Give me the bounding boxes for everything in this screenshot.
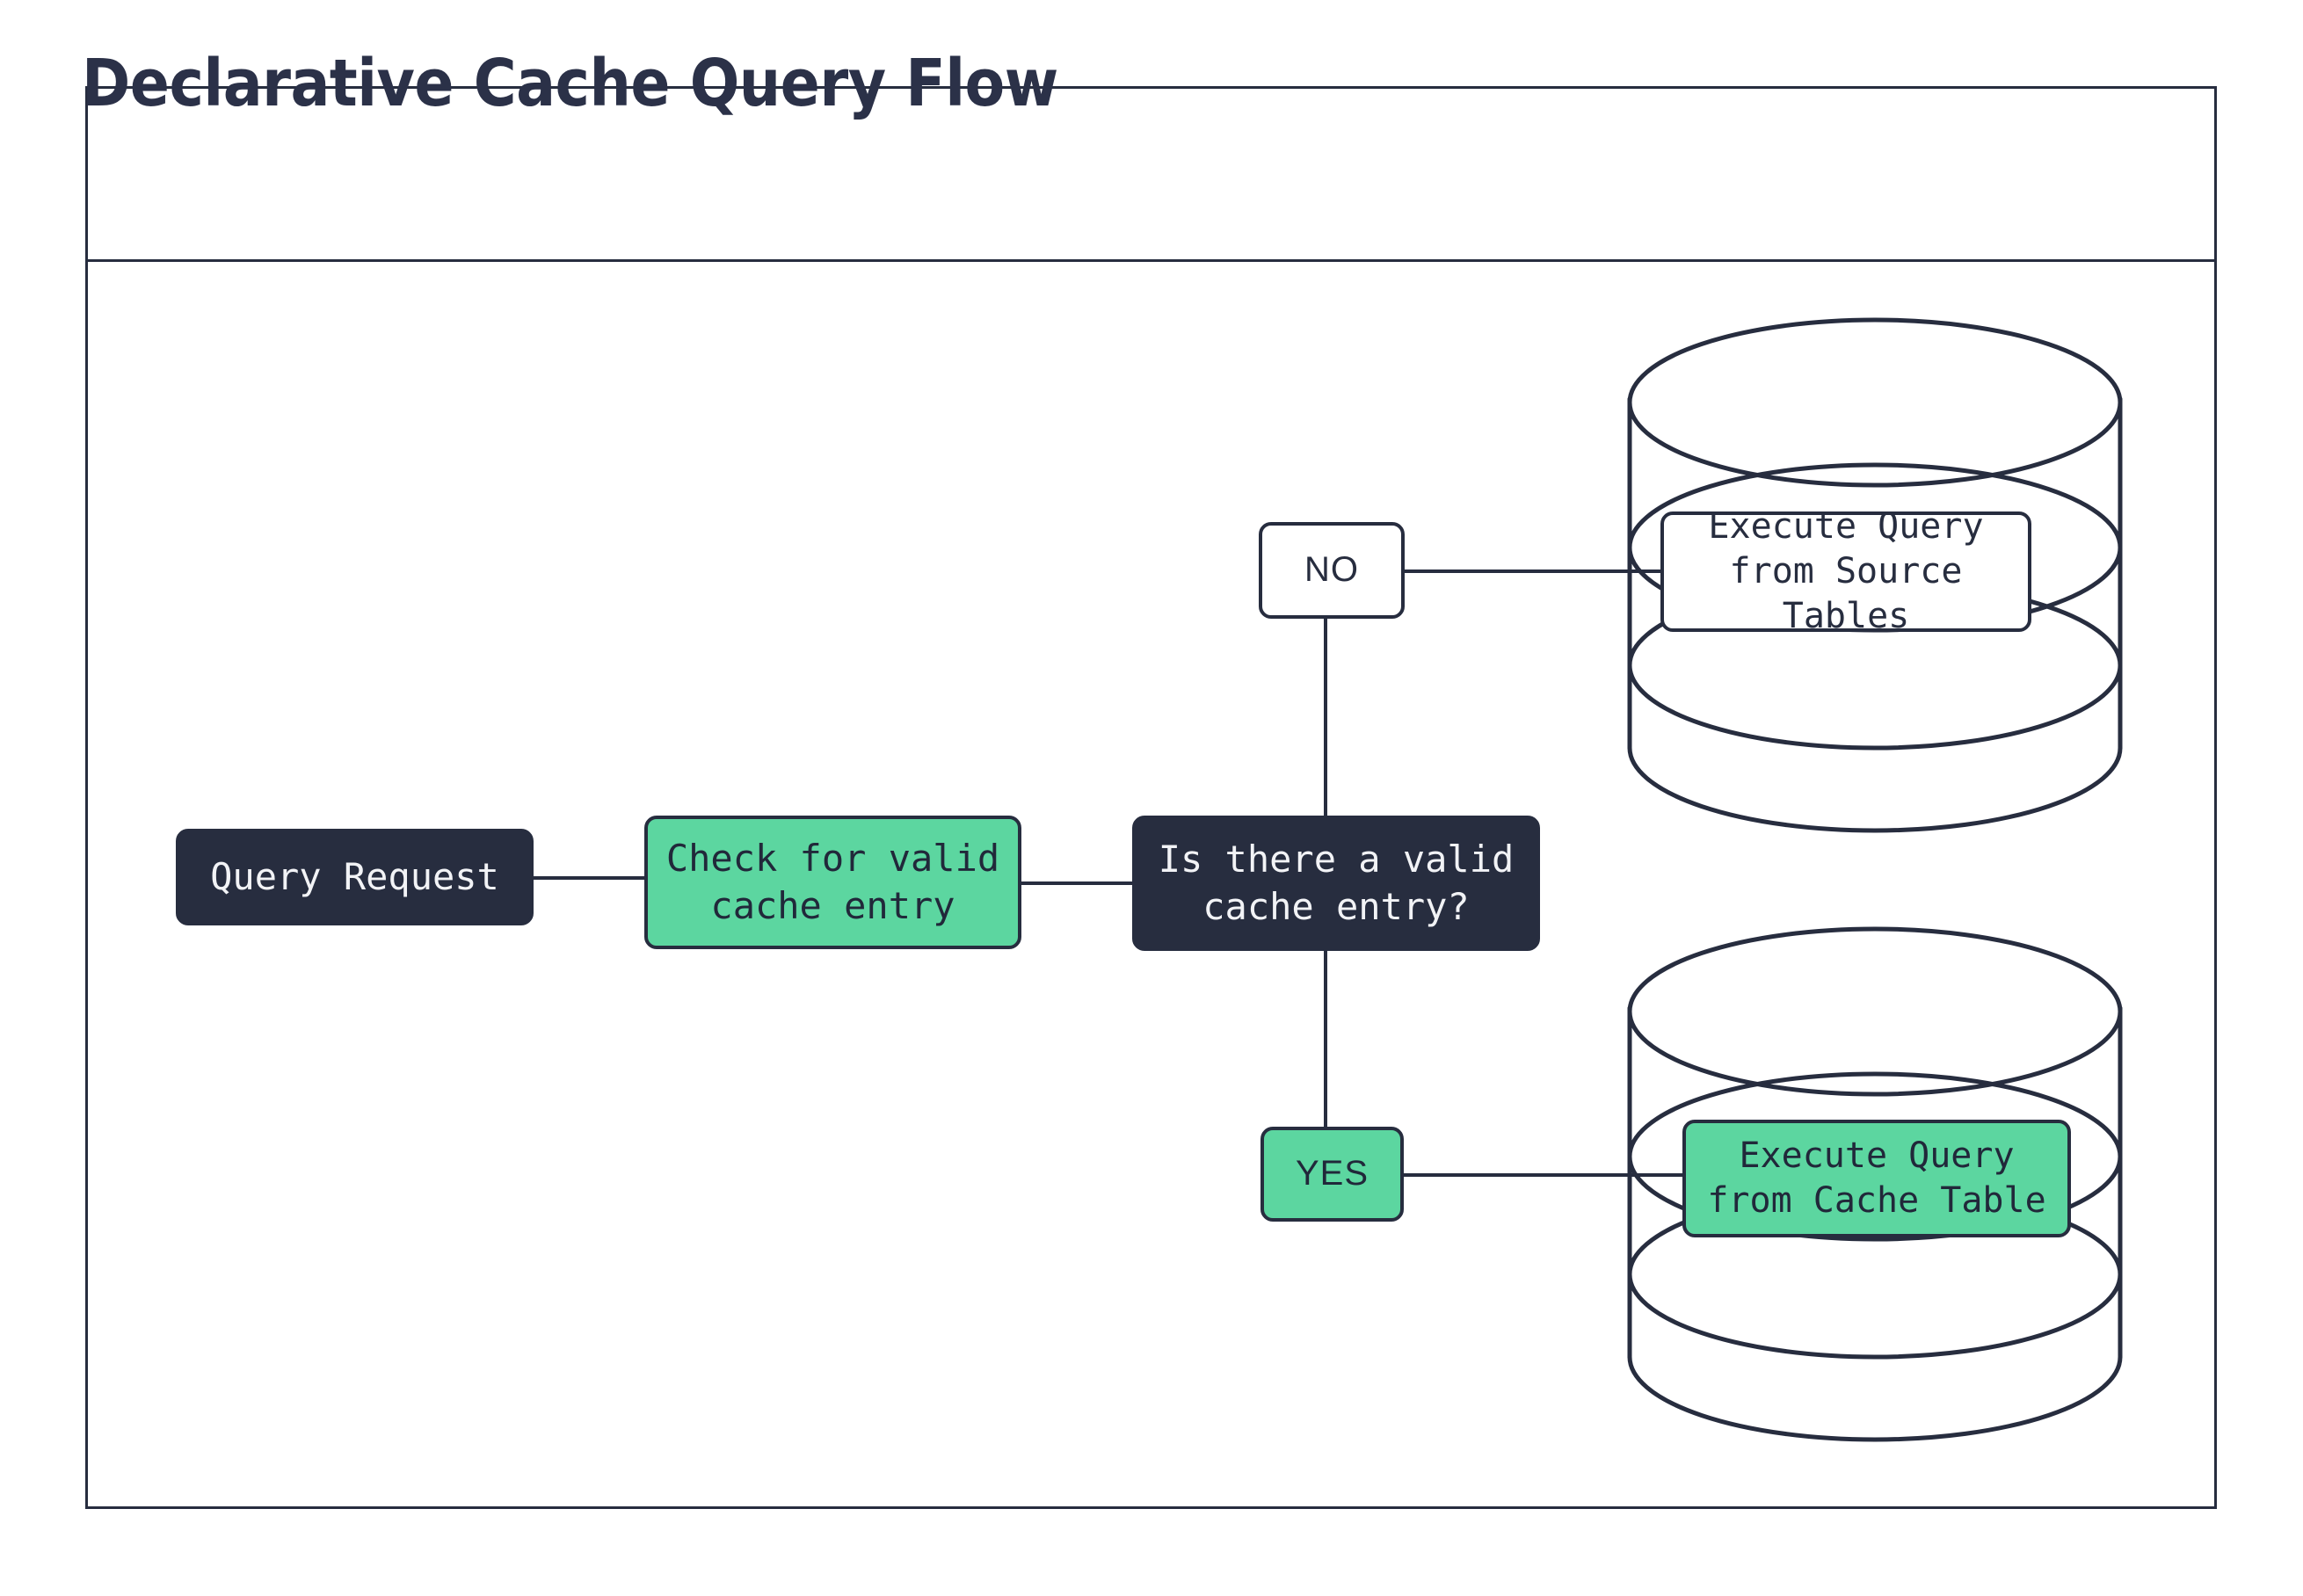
edge-query-request-to-check-cache xyxy=(532,876,648,880)
diagram-header xyxy=(88,89,2214,262)
node-execute-query-from-source-tables[interactable]: Execute Query from Source Tables xyxy=(1660,506,2031,636)
edge-check-cache-to-decision xyxy=(1020,881,1136,885)
page-title: Declarative Cache Query Flow xyxy=(82,46,1058,121)
edge-decision-to-yes xyxy=(1324,947,1327,1132)
branch-label-no[interactable]: NO xyxy=(1259,522,1405,619)
node-decision-valid-cache-entry[interactable]: Is there a valid cache entry? xyxy=(1132,816,1540,951)
edge-yes-to-execute-cache xyxy=(1399,1173,1707,1177)
edge-decision-to-no xyxy=(1324,615,1327,819)
edge-no-to-execute-source xyxy=(1401,569,1684,573)
diagram-frame xyxy=(85,86,2217,1509)
node-check-for-valid-cache-entry[interactable]: Check for valid cache entry xyxy=(644,816,1021,949)
branch-label-yes[interactable]: YES xyxy=(1260,1127,1404,1222)
source-tables-database-cylinder xyxy=(1626,316,2124,833)
node-execute-query-from-cache-table[interactable]: Execute Query from Cache Table xyxy=(1682,1120,2071,1237)
node-query-request[interactable]: Query Request xyxy=(176,829,534,925)
